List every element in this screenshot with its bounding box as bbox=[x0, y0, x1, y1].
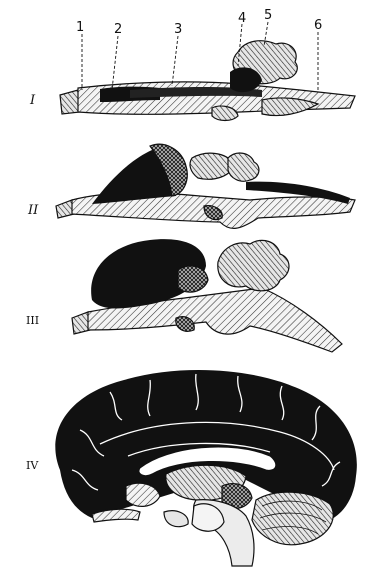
stage-label-4: IV bbox=[26, 459, 39, 472]
brain-stage-2 bbox=[56, 144, 355, 228]
part-number-4: 4 bbox=[238, 11, 246, 26]
stage-label-3: III bbox=[26, 314, 39, 327]
stage-1-olfactory-tip bbox=[60, 90, 80, 114]
stage-3-cerebellum bbox=[218, 240, 289, 290]
stage-2-olfactory-tip bbox=[56, 200, 74, 218]
stage-4-pituitary bbox=[164, 511, 188, 527]
brain-stage-4 bbox=[55, 370, 357, 566]
part-number-3: 3 bbox=[174, 22, 182, 37]
part-number-2: 2 bbox=[114, 22, 122, 37]
part-number-1: 1 bbox=[76, 20, 84, 35]
stage-label-2: II bbox=[27, 203, 39, 218]
stage-label-1: I bbox=[29, 93, 36, 108]
stage-3-olfactory-tip bbox=[72, 312, 90, 334]
stage-4-cerebellum bbox=[252, 492, 333, 545]
stage-2-cerebellum bbox=[228, 153, 259, 181]
part-number-6: 6 bbox=[314, 18, 322, 33]
brain-stage-3 bbox=[72, 239, 342, 352]
stage-3-midbrain bbox=[178, 266, 208, 292]
brain-stage-1 bbox=[60, 41, 355, 121]
part-number-5: 5 bbox=[264, 8, 272, 23]
